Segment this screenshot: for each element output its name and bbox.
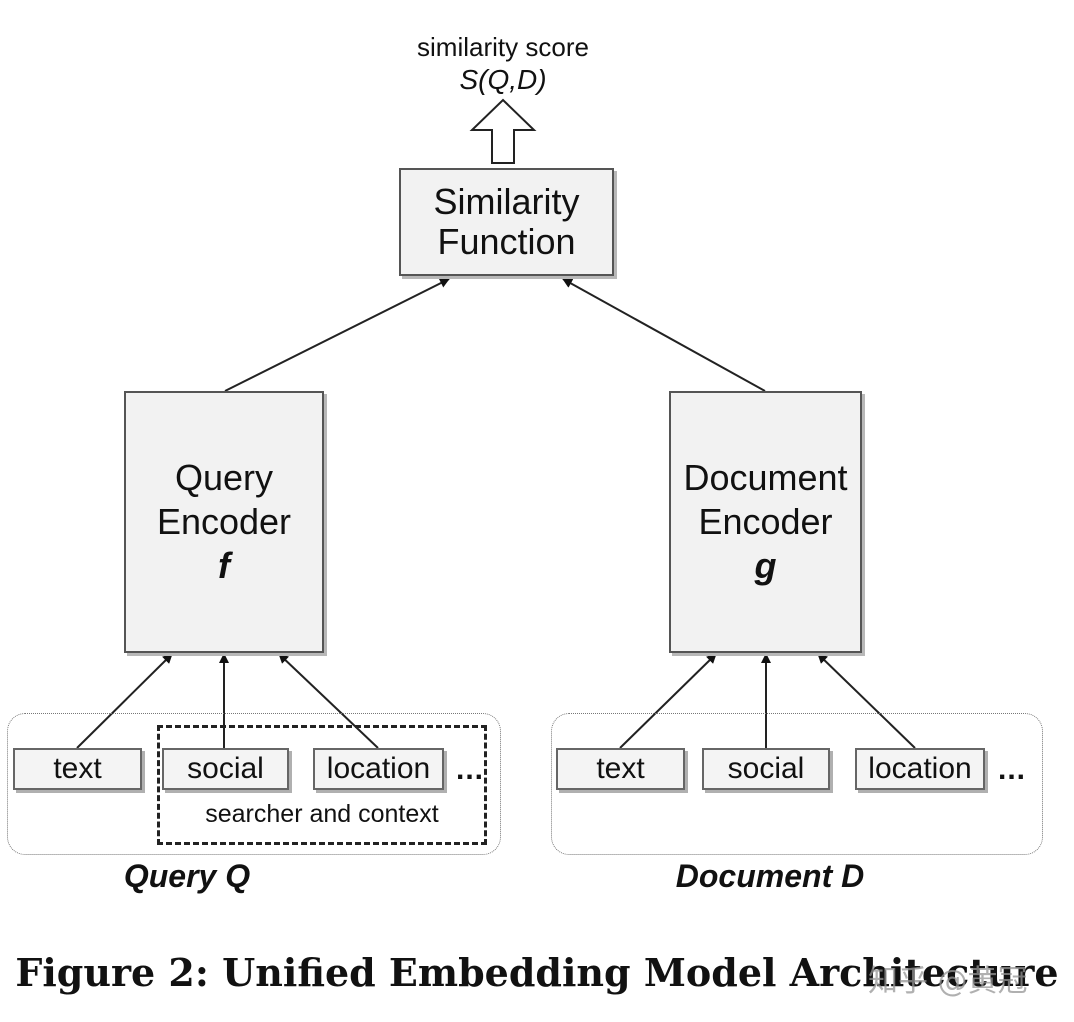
figure-caption: Figure 2: Unified Embedding Model Archit… (15, 950, 1059, 995)
similarity-function-line2: Function (437, 221, 576, 262)
query-feature-location: location (313, 748, 444, 790)
output-arrow (469, 98, 537, 164)
query-group-container (7, 713, 501, 855)
query-encoder-box: Query Encoder f (124, 391, 324, 653)
query-feature-social: social (162, 748, 289, 790)
query-to-similarity-arrow (224, 278, 450, 392)
document-feature-location: location (855, 748, 985, 790)
query-text-arrow (76, 653, 173, 749)
searcher-context-region (157, 725, 487, 845)
query-feature-ellipsis: ... (456, 753, 485, 786)
watermark: 知乎 @黄冠 (868, 964, 1028, 999)
document-to-similarity-arrow (562, 278, 766, 392)
similarity-score-formula: S(Q,D) (459, 64, 547, 95)
query-encoder-var: f (218, 545, 230, 586)
query-group-label: Query Q (123, 858, 251, 894)
document-location-arrow (817, 653, 916, 749)
document-encoder-line2: Encoder (698, 501, 833, 542)
document-encoder-var: g (754, 545, 777, 586)
query-encoder-line1: Query (174, 457, 274, 498)
document-encoder-line1: Document (683, 457, 848, 498)
document-feature-ellipsis: ... (998, 753, 1027, 786)
query-encoder-line2: Encoder (156, 501, 292, 542)
query-location-arrow (278, 653, 379, 749)
document-text-arrow (619, 653, 717, 749)
similarity-score-label: similarity score (417, 32, 589, 62)
searcher-context-label: searcher and context (205, 800, 439, 828)
similarity-function-box: Similarity Function (399, 168, 614, 276)
similarity-function-line1: Similarity (433, 181, 580, 222)
document-encoder-box: Document Encoder g (669, 391, 862, 653)
document-feature-social: social (702, 748, 830, 790)
document-group-label: Document D (675, 858, 865, 894)
document-feature-text: text (556, 748, 685, 790)
query-feature-text: text (13, 748, 142, 790)
document-group-container (551, 713, 1043, 855)
